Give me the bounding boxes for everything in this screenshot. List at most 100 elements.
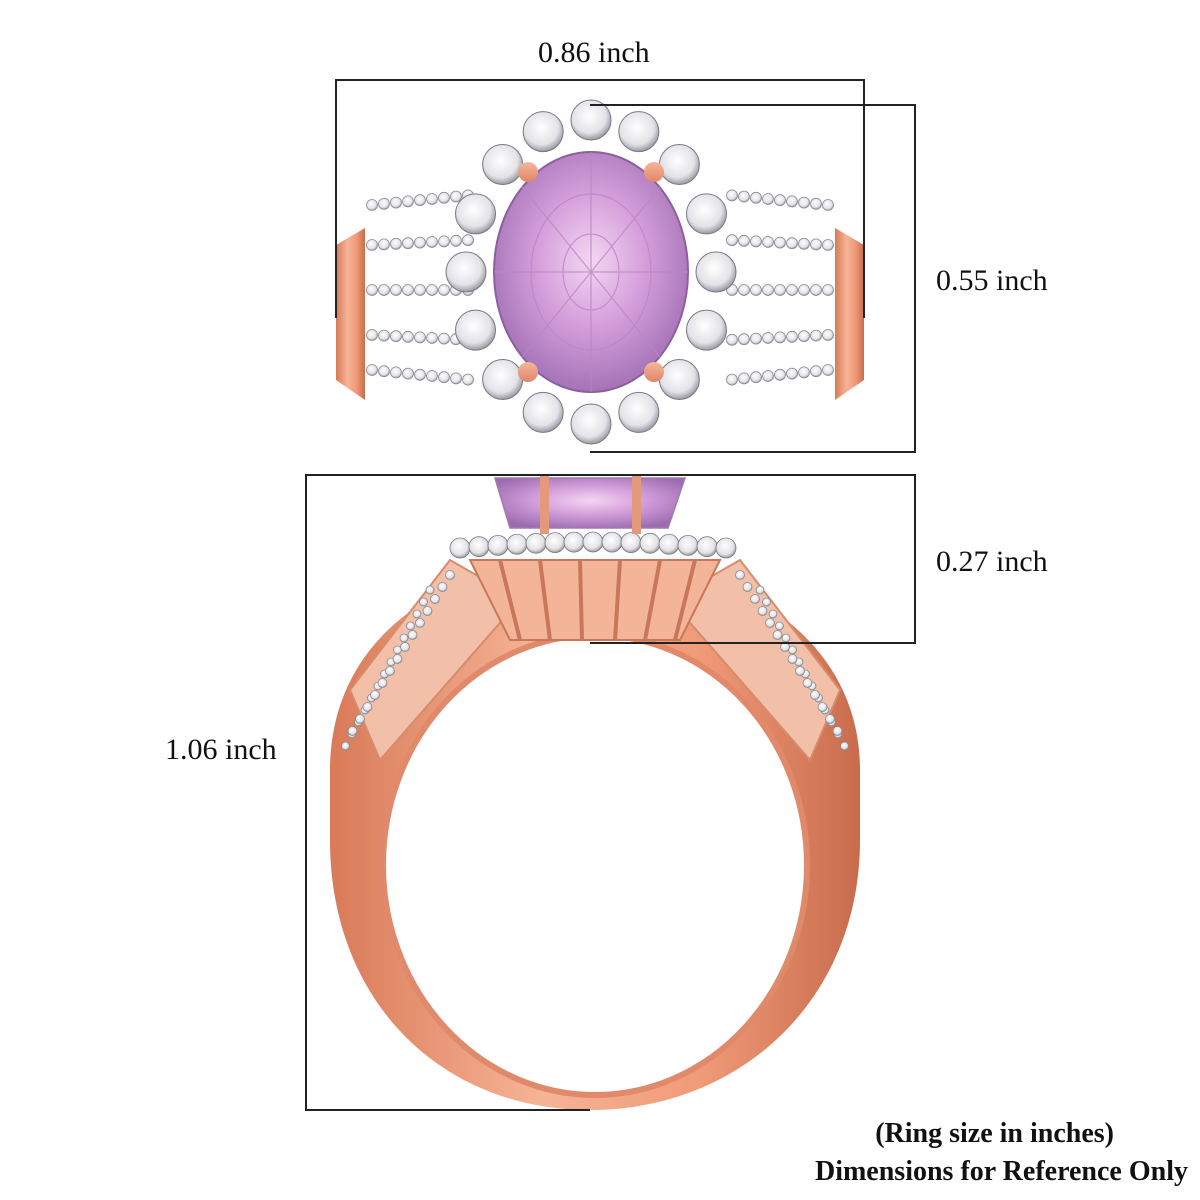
- diamond-stone: [430, 594, 440, 604]
- diamond-stone: [750, 284, 762, 296]
- height-top-bracket: [590, 104, 916, 453]
- setting-height-bracket: [590, 474, 916, 644]
- diamond-stone: [362, 702, 373, 712]
- diamond-stone: [414, 331, 426, 344]
- diamond-stone: [822, 284, 834, 296]
- diamond-stone: [798, 330, 810, 343]
- diamond-stone: [802, 678, 813, 688]
- diamond-stone: [832, 726, 843, 736]
- diamond-stone: [414, 368, 426, 381]
- diamond-stone: [422, 606, 433, 616]
- diamond-stone: [757, 606, 768, 616]
- diamond-stone: [750, 594, 760, 604]
- diamond-stone: [563, 531, 585, 553]
- diamond-stone: [786, 237, 798, 250]
- diamond-stone: [768, 609, 778, 619]
- diamond-stone: [366, 364, 378, 376]
- diamond-stone: [685, 309, 727, 351]
- diamond-stone: [762, 332, 774, 344]
- diamond-stone: [786, 284, 798, 296]
- diamond-stone: [426, 332, 438, 344]
- diamond-stone: [437, 582, 448, 592]
- diamond-stone: [482, 144, 524, 186]
- diamond-stone: [774, 368, 786, 381]
- diamond-stone: [378, 329, 390, 342]
- dimension-lines: [305, 79, 916, 1111]
- diamond-stone: [399, 633, 409, 643]
- diamond-stone: [412, 609, 422, 619]
- side-gemstone: [493, 477, 687, 529]
- diamond-stone: [414, 194, 426, 207]
- diamond-stone: [750, 191, 762, 204]
- diamond-stone: [618, 391, 660, 433]
- diamond-stone: [798, 284, 810, 296]
- diamond-stone: [774, 284, 786, 296]
- prong: [632, 474, 641, 534]
- diamond-stone: [426, 284, 438, 296]
- diamond-stone: [377, 678, 388, 688]
- diamond-stone: [620, 532, 642, 553]
- diamond-stone: [762, 193, 774, 205]
- prong: [518, 162, 538, 182]
- diamond-stone: [450, 372, 462, 385]
- diamond-stone: [798, 196, 810, 209]
- diamond-stone: [402, 237, 414, 250]
- diamond-stone: [696, 536, 718, 558]
- ring-height-label: 1.06 inch: [165, 733, 277, 766]
- diamond-stone: [786, 367, 798, 380]
- diamond-stone: [366, 239, 378, 251]
- height-top-label: 0.55 inch: [936, 264, 1048, 297]
- prong: [644, 162, 664, 182]
- diamond-stone: [695, 251, 737, 293]
- diamond-stone: [378, 365, 390, 378]
- ring-top-view: [336, 99, 864, 445]
- diamond-stone: [658, 358, 700, 400]
- width-bracket: [335, 79, 865, 318]
- diamond-stone: [407, 630, 418, 640]
- diamond-stone: [544, 532, 566, 553]
- diamond-stone: [817, 702, 828, 712]
- diamond-stone: [390, 196, 402, 209]
- ring-side-view: [330, 474, 860, 1110]
- diamond-stone: [570, 99, 612, 141]
- diamond-stone: [810, 329, 822, 342]
- diamond-stone: [658, 533, 680, 555]
- diamond-stone: [482, 358, 524, 400]
- diamond-stone: [445, 570, 455, 580]
- prong: [518, 362, 538, 382]
- diamond-stone: [341, 741, 350, 751]
- diamond-stone: [774, 194, 786, 207]
- diamond-stone: [822, 199, 834, 211]
- diamond-stone: [378, 284, 390, 296]
- diamond-stone: [762, 370, 774, 382]
- diamond-stone: [774, 331, 786, 344]
- diamond-stone: [438, 235, 450, 248]
- diamond-stone: [400, 642, 410, 652]
- diamond-stone: [570, 403, 612, 445]
- diamond-stone: [347, 726, 358, 736]
- diamond-stone: [414, 284, 426, 296]
- diamond-stone: [726, 234, 738, 247]
- gem-facets: [494, 152, 688, 392]
- diamond-stone: [385, 666, 395, 676]
- diamond-stone: [390, 366, 402, 379]
- width-label: 0.86 inch: [538, 36, 650, 69]
- diamond-stone: [378, 197, 390, 210]
- diamond-stone: [738, 372, 750, 385]
- diamond-stone: [355, 714, 365, 724]
- diamond-stone: [370, 690, 380, 700]
- prong: [540, 474, 549, 534]
- gallery: [468, 559, 722, 641]
- diamond-stone: [774, 236, 786, 249]
- diamond-stone: [402, 195, 414, 208]
- diamond-stone: [787, 654, 798, 664]
- diamond-stone: [798, 237, 810, 250]
- diamond-stone: [449, 537, 471, 559]
- diamond-stone: [438, 332, 450, 345]
- pave-rows: [366, 189, 834, 386]
- caption-reference-note: Dimensions for Reference Only: [814, 1156, 1188, 1187]
- diamond-stone: [810, 284, 822, 296]
- diamond-stone: [390, 284, 402, 296]
- diamond-stone: [426, 193, 438, 205]
